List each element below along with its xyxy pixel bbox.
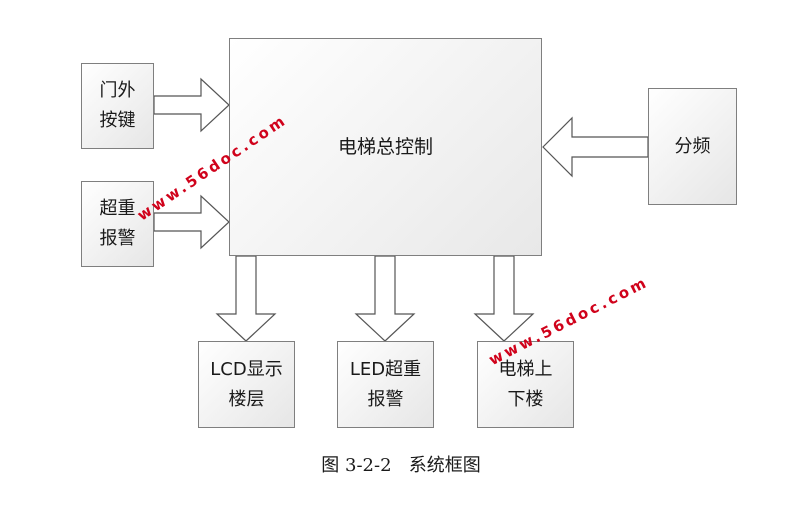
overweight-alarm-block: 超重 报警 bbox=[81, 181, 154, 267]
arrow-main-to-led bbox=[354, 255, 416, 342]
arrow-overweight-to-main bbox=[153, 194, 230, 250]
overweight-alarm-label: 超重 报警 bbox=[99, 198, 136, 249]
arrow-main-to-motor bbox=[473, 255, 535, 342]
arrow-main-to-lcd bbox=[215, 255, 277, 342]
arrow-freq-to-main bbox=[542, 116, 649, 178]
main-control-block: 电梯总控制 bbox=[229, 38, 542, 256]
arrow-door-to-main bbox=[153, 77, 230, 133]
led-overweight-alarm-label: LED超重 报警 bbox=[349, 358, 422, 410]
led-overweight-alarm-block: LED超重 报警 bbox=[337, 341, 434, 428]
frequency-divider-block: 分频 bbox=[648, 88, 737, 205]
elevator-up-down-block: 电梯上 下楼 bbox=[477, 341, 574, 428]
elevator-up-down-label: 电梯上 下楼 bbox=[498, 358, 553, 410]
lcd-floor-display-label: LCD显示 楼层 bbox=[210, 358, 283, 410]
main-control-label: 电梯总控制 bbox=[337, 136, 433, 158]
lcd-floor-display-block: LCD显示 楼层 bbox=[198, 341, 295, 428]
door-buttons-block: 门外 按键 bbox=[81, 63, 154, 149]
figure-caption: 图 3-2-2 系统框图 bbox=[321, 455, 481, 476]
frequency-divider-label: 分频 bbox=[674, 135, 711, 157]
door-buttons-label: 门外 按键 bbox=[99, 80, 136, 131]
